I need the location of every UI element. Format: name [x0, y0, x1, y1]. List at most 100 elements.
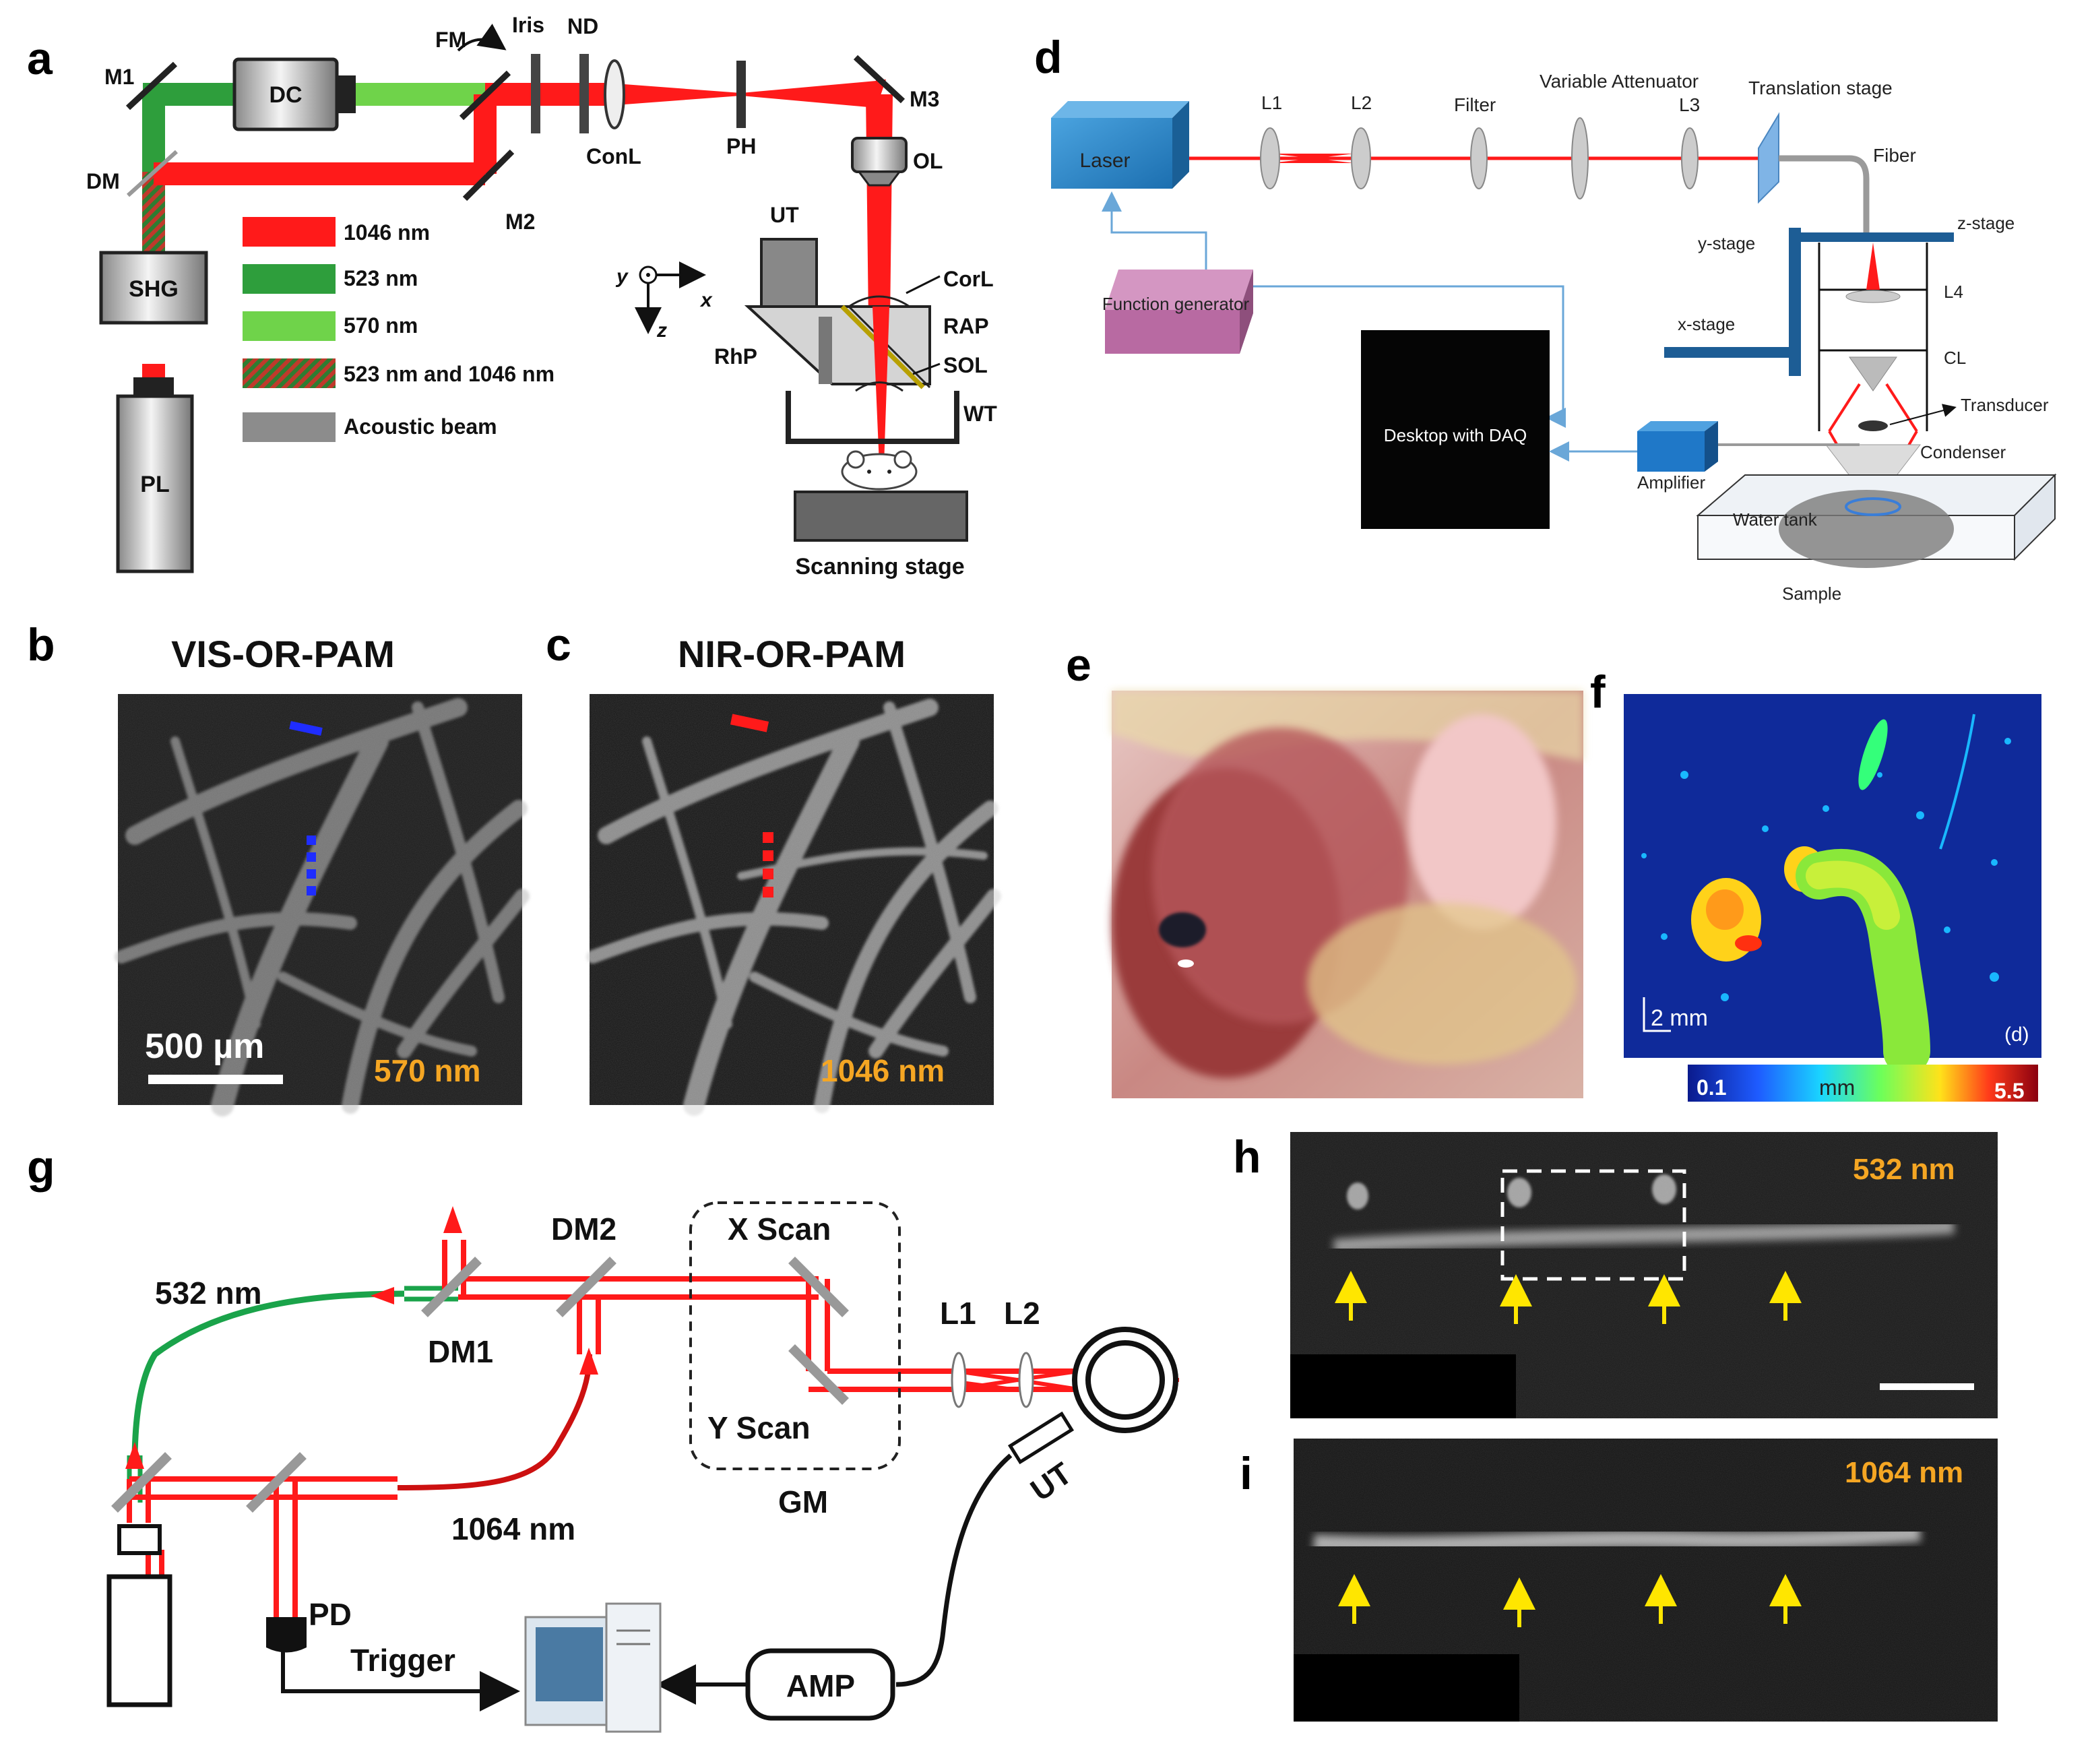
legend-swatch-1046	[243, 217, 336, 247]
svg-text:Water tank: Water tank	[1733, 509, 1818, 530]
svg-text:DM2: DM2	[551, 1211, 616, 1247]
panel-c-nir-image: c NIR-OR-PAM 1046 nm	[546, 619, 1001, 1116]
svg-text:1064 nm: 1064 nm	[1845, 1456, 1963, 1489]
svg-text:L1: L1	[940, 1296, 976, 1331]
svg-text:SOL: SOL	[943, 353, 988, 377]
svg-text:Trigger: Trigger	[350, 1643, 455, 1678]
mouse-eye	[1159, 912, 1206, 947]
pump-laser	[116, 394, 194, 573]
svg-text:570 nm: 570 nm	[344, 313, 418, 338]
legend-swatch-mixed	[243, 358, 336, 388]
rhomboid-prism	[744, 305, 931, 385]
svg-text:x: x	[699, 289, 713, 311]
svg-text:(d): (d)	[2004, 1023, 2029, 1046]
svg-text:Laser: Laser	[1079, 150, 1130, 172]
svg-text:d: d	[1034, 32, 1063, 83]
mouse-ear	[1408, 714, 1556, 930]
svg-text:RhP: RhP	[714, 344, 757, 369]
svg-text:VIS-OR-PAM: VIS-OR-PAM	[171, 633, 395, 675]
g-transducer	[1007, 1411, 1075, 1465]
panel-a-setup: a DC SHG PL M	[27, 13, 997, 579]
svg-text:L3: L3	[1679, 94, 1700, 115]
svg-text:570 nm: 570 nm	[374, 1053, 481, 1088]
d-lens-l2	[1351, 127, 1371, 189]
svg-text:y-stage: y-stage	[1698, 233, 1755, 253]
flip-mirror	[459, 70, 511, 121]
amplifier	[1637, 431, 1705, 472]
mirror-m1	[125, 61, 178, 111]
panel-g-setup: g	[27, 1141, 1179, 1733]
dichroic-mirror	[126, 150, 179, 197]
photodiode	[266, 1617, 307, 1653]
svg-text:c: c	[546, 619, 571, 670]
trigger-line	[281, 1651, 520, 1711]
depth-map-speckles	[1641, 738, 2011, 1001]
d-attenuator	[1571, 117, 1589, 199]
svg-text:GM: GM	[778, 1484, 828, 1519]
svg-text:2 mm: 2 mm	[1651, 1005, 1708, 1031]
svg-text:Condenser: Condenser	[1920, 442, 2006, 462]
svg-text:Acoustic beam: Acoustic beam	[344, 414, 497, 439]
legend-swatch-acoustic	[243, 412, 336, 442]
g-lens-l2	[1018, 1352, 1034, 1408]
svg-text:Transducer: Transducer	[1961, 395, 2049, 415]
d-filter	[1470, 127, 1488, 189]
svg-text:OL: OL	[913, 149, 943, 173]
svg-text:Iris: Iris	[512, 13, 544, 37]
svg-text:L4: L4	[1944, 282, 1963, 302]
svg-text:Desktop with DAQ: Desktop with DAQ	[1384, 425, 1527, 445]
svg-text:e: e	[1066, 639, 1091, 691]
bscan-1064-surface	[1313, 1524, 1921, 1554]
svg-text:ND: ND	[567, 14, 598, 38]
svg-text:500 µm: 500 µm	[145, 1027, 264, 1066]
water-tank	[786, 391, 959, 444]
shg-box	[99, 251, 208, 325]
svg-text:x-stage: x-stage	[1678, 314, 1735, 334]
svg-text:X Scan: X Scan	[728, 1211, 831, 1247]
vis-marker-line	[289, 721, 323, 736]
y-stage-bar	[1789, 228, 1801, 376]
dc-label: DC	[269, 82, 302, 108]
legend-swatch-570	[243, 311, 336, 341]
ultrasound-transducer	[760, 238, 818, 308]
svg-text:1046 nm: 1046 nm	[344, 220, 430, 245]
x-scan-mirror	[788, 1257, 849, 1317]
svg-text:DM: DM	[86, 169, 120, 193]
d-lens-l3	[1681, 127, 1699, 189]
transducer-cable	[895, 1453, 1013, 1687]
panel-i-bscan: i 1064 nm	[1240, 1439, 1998, 1722]
svg-text:y: y	[615, 265, 629, 288]
nir-marker-dots	[763, 832, 773, 897]
svg-text:CorL: CorL	[943, 267, 994, 291]
svg-text:FM: FM	[435, 28, 466, 52]
panel-a-legend: 1046 nm 523 nm 570 nm 523 nm and 1046 nm…	[243, 217, 554, 442]
panel-b-vis-image: b VIS-OR-PAM 500 µm 570 nm	[27, 619, 530, 1116]
svg-text:L2: L2	[1351, 92, 1372, 113]
g-lens-l1	[951, 1352, 967, 1408]
svg-text:CL: CL	[1944, 348, 1966, 368]
svg-text:g: g	[27, 1141, 55, 1193]
svg-text:Fiber: Fiber	[1873, 145, 1916, 166]
nd-filter	[579, 54, 589, 133]
y-scan-mirror	[788, 1344, 849, 1405]
svg-text:PL: PL	[140, 472, 169, 497]
svg-text:PH: PH	[726, 134, 756, 158]
depth-vessel-top	[1858, 719, 1888, 790]
green-532-fiber	[131, 1290, 405, 1463]
svg-text:532 nm: 532 nm	[1853, 1153, 1955, 1186]
svg-text:Scanning stage: Scanning stage	[795, 554, 964, 579]
flip-arrow	[457, 24, 507, 52]
laser-box	[1051, 118, 1172, 189]
svg-text:i: i	[1240, 1448, 1253, 1499]
panel-e-photo: e	[1066, 639, 1583, 1098]
svg-text:523 nm and 1046 nm: 523 nm and 1046 nm	[344, 362, 554, 386]
red-beam-diverge	[741, 81, 876, 108]
svg-text:1046 nm: 1046 nm	[821, 1053, 945, 1088]
svg-text:Amplifier: Amplifier	[1637, 472, 1705, 493]
f-scale-bar	[1643, 997, 1671, 1032]
svg-text:UT: UT	[770, 203, 799, 227]
svg-text:AMP: AMP	[786, 1668, 855, 1703]
legend-swatch-523	[243, 264, 336, 294]
iris	[531, 54, 540, 133]
